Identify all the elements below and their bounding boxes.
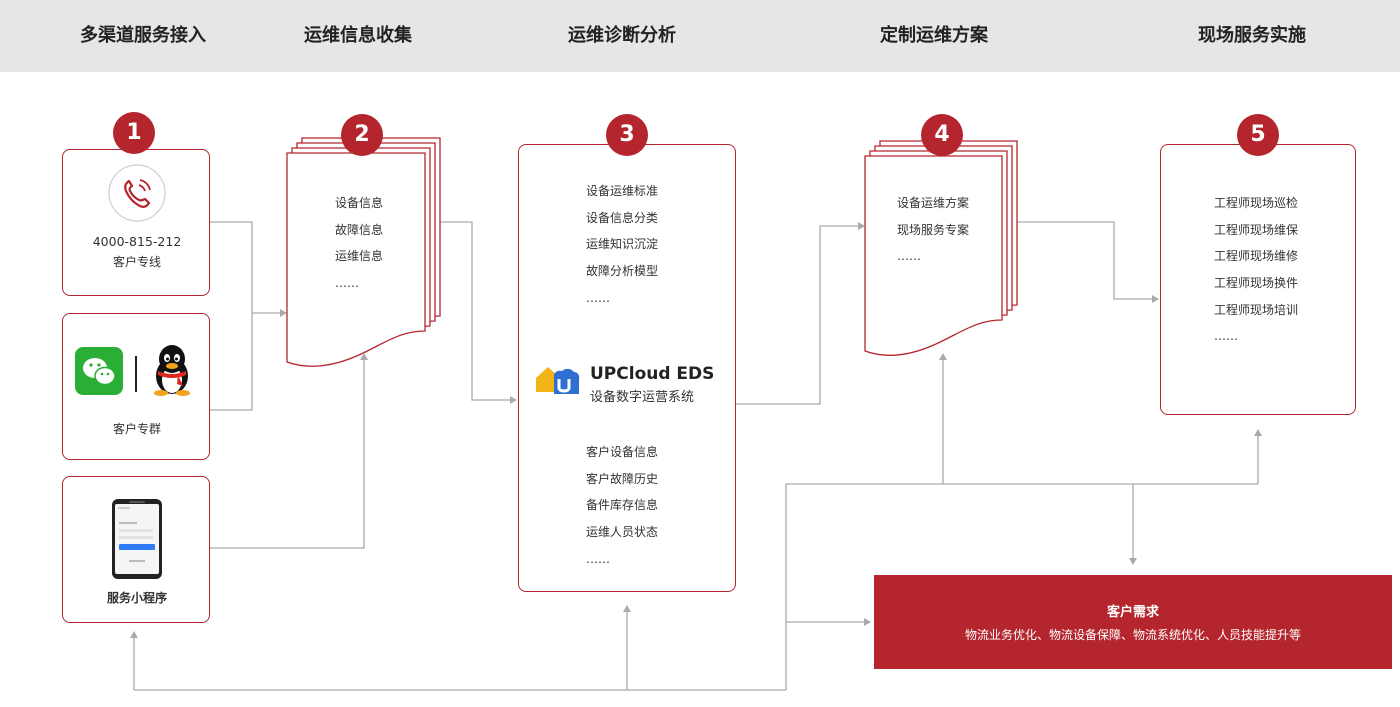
group-card[interactable]: 客户专群 (62, 313, 210, 460)
collection-list: 设备信息 故障信息 运维信息 …… (335, 190, 383, 297)
connector-miniapp (210, 354, 364, 548)
list-item: 工程师现场巡检 (1214, 190, 1298, 217)
list-item: 运维信息 (335, 243, 383, 270)
miniapp-label: 服务小程序 (107, 589, 167, 606)
hotline-label: 客户专线 (113, 253, 161, 270)
list-item: 工程师现场培训 (1214, 297, 1298, 324)
list-item: 故障分析模型 (586, 258, 658, 285)
list-item: 工程师现场换件 (1214, 270, 1298, 297)
connector-plan-onsite (1012, 222, 1158, 299)
list-item: 工程师现场维修 (1214, 243, 1298, 270)
step-badge-3: 3 (606, 114, 648, 156)
phone-icon (107, 163, 167, 223)
step-badge-2: 2 (341, 114, 383, 156)
list-item: 备件库存信息 (586, 492, 658, 519)
group-label: 客户专群 (113, 420, 161, 437)
onsite-list: 工程师现场巡检 工程师现场维保 工程师现场维修 工程师现场换件 工程师现场培训 … (1214, 190, 1298, 350)
icon-divider (135, 356, 137, 392)
list-item: 设备信息分类 (586, 205, 658, 232)
list-item: 运维人员状态 (586, 519, 658, 546)
list-item: 客户故障历史 (586, 466, 658, 493)
connector-group (210, 313, 252, 410)
list-item: 设备运维方案 (897, 190, 969, 217)
customer-need-banner[interactable]: 客户需求 物流业务优化、物流设备保障、物流系统优化、人员技能提升等 (874, 575, 1392, 669)
miniapp-card[interactable]: 服务小程序 (62, 476, 210, 623)
list-item: 工程师现场维保 (1214, 217, 1298, 244)
list-item: 现场服务专案 (897, 217, 969, 244)
list-item: …… (586, 546, 658, 573)
step-badge-5: 5 (1237, 114, 1279, 156)
upcloud-logo-icon (534, 364, 580, 398)
step-badge-4: 4 (921, 114, 963, 156)
diagnosis-bottom-list: 客户设备信息 客户故障历史 备件库存信息 运维人员状态 …… (586, 439, 658, 572)
logo-title: UPCloud EDS (590, 364, 714, 384)
connector-hotline (210, 222, 252, 313)
need-title: 客户需求 (874, 601, 1392, 620)
step-badge-1: 1 (113, 112, 155, 154)
wechat-icon (75, 347, 123, 395)
list-item: 客户设备信息 (586, 439, 658, 466)
qq-icon (150, 344, 194, 396)
list-item: 设备运维标准 (586, 178, 658, 205)
list-item: …… (586, 285, 658, 312)
plan-list: 设备运维方案 现场服务专案 …… (897, 190, 969, 270)
hotline-number: 4000-815-212 (93, 234, 182, 249)
list-item: 故障信息 (335, 217, 383, 244)
list-item: …… (897, 243, 969, 270)
connector-collection-diagnosis (440, 222, 516, 400)
connector-diagnosis-plan (736, 226, 864, 404)
list-item: …… (1214, 323, 1298, 350)
list-item: …… (335, 270, 383, 297)
list-item: 设备信息 (335, 190, 383, 217)
need-subtitle: 物流业务优化、物流设备保障、物流系统优化、人员技能提升等 (874, 626, 1392, 643)
list-item: 运维知识沉淀 (586, 231, 658, 258)
smartphone-icon (111, 498, 163, 580)
hotline-card[interactable]: 4000-815-212 客户专线 (62, 149, 210, 296)
diagnosis-top-list: 设备运维标准 设备信息分类 运维知识沉淀 故障分析模型 …… (586, 178, 658, 311)
logo-subtitle: 设备数字运营系统 (590, 386, 694, 405)
